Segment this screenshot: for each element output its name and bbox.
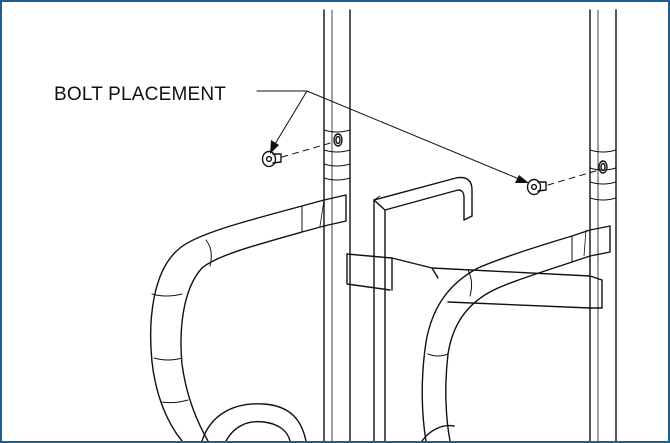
right-upright-post: [589, 9, 617, 441]
left-handle: [150, 194, 347, 441]
callout-leader-lines: [256, 90, 525, 182]
bolt-placement-label: BOLT PLACEMENT: [54, 84, 227, 105]
bolt-right: [526, 178, 547, 196]
arrowhead-right: [515, 175, 529, 183]
right-wheel: [421, 424, 455, 441]
arrowhead-left: [270, 140, 279, 154]
left-wheel: [201, 403, 307, 441]
cross-brace: [346, 253, 603, 309]
alignment-line-right: [547, 169, 600, 186]
right-handle: [421, 225, 611, 441]
post-hole-left: [333, 133, 343, 147]
post-hole-right: [598, 160, 608, 174]
alignment-line-left: [281, 141, 335, 158]
center-hook-bracket: [373, 176, 473, 441]
bolt-left: [261, 150, 282, 168]
